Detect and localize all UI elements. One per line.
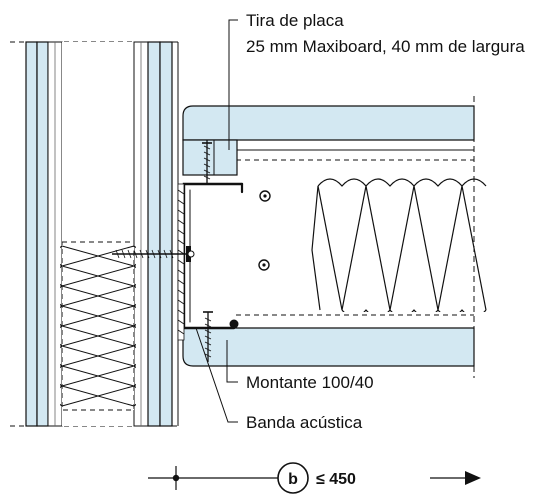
dimension-limit: ≤ 450	[316, 471, 356, 488]
stud-label: Montante 100/40	[246, 373, 374, 392]
board-strip	[182, 139, 238, 185]
leader-lines	[195, 19, 238, 423]
left-wall-insulation	[60, 241, 136, 411]
dimension-line: b ≤ 450	[148, 462, 481, 494]
arrow-right-icon	[465, 471, 481, 485]
dimension-badge	[277, 462, 309, 494]
acoustic-band	[177, 183, 185, 341]
joining-wall-insulation	[311, 178, 487, 312]
fixing-screw	[112, 246, 195, 262]
joining-wall-section	[182, 96, 475, 378]
strip-title-label: Tira de placa	[246, 11, 344, 30]
board-screw-bottom	[203, 311, 213, 362]
plate-screw-icon	[258, 190, 271, 271]
dimension-badge-text: b	[288, 471, 298, 488]
acoustic-band-label: Banda acústica	[246, 413, 363, 432]
strip-spec-label: 25 mm Maxiboard, 40 mm de largura	[246, 37, 525, 56]
